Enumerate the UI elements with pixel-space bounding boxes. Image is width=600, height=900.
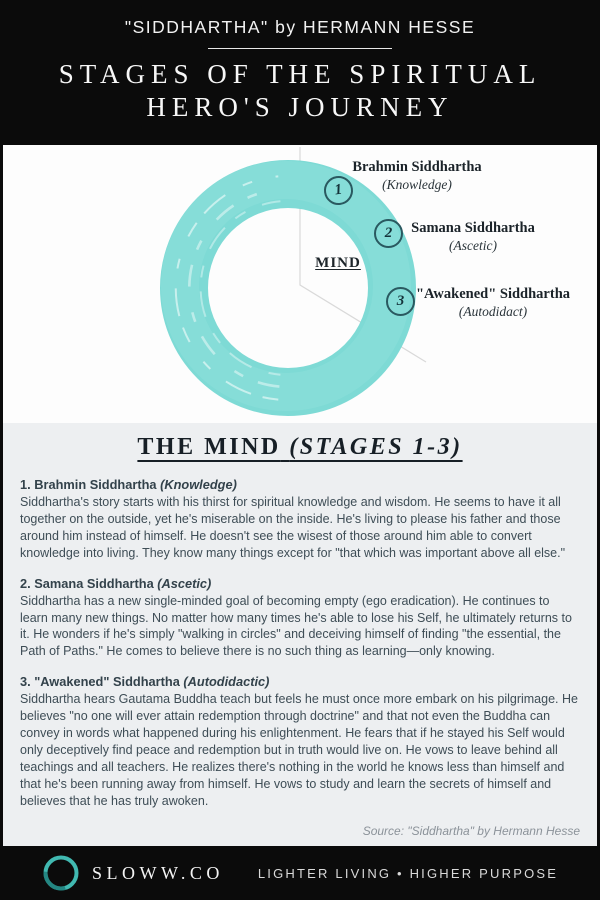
stage-1-descriptor: (Knowledge) <box>382 177 452 192</box>
stage-3-marker: 3 <box>386 287 415 316</box>
section-heading-stages: (STAGES 1-3) <box>289 434 463 460</box>
source-attribution: Source: "Siddhartha" by Hermann Hesse <box>362 823 580 838</box>
section-heading: THE MIND (STAGES 1-3) <box>20 434 580 461</box>
mind-center-label: MIND <box>315 255 361 271</box>
stage-3-name: "Awakened" Siddhartha <box>415 286 571 302</box>
stage-2-section: 2. Samana Siddhartha (Ascetic) Siddharth… <box>20 576 580 661</box>
page-title-line2: HERO'S JOURNEY <box>146 92 454 122</box>
header-divider <box>208 48 392 49</box>
sloww-logo-icon <box>43 855 79 891</box>
teal-ring-texture <box>161 161 411 411</box>
journey-diagram: MIND 1 2 3 Brahmin Siddhartha (Knowledge… <box>3 145 597 423</box>
stage-2-label: Samana Siddhartha (Ascetic) <box>411 220 535 254</box>
stage-1-name: Brahmin Siddhartha <box>352 159 482 175</box>
stage-2-marker: 2 <box>374 219 403 248</box>
page-title: STAGES OF THE SPIRITUAL HERO'S JOURNEY <box>0 58 600 124</box>
brush-streak-2 <box>187 188 280 388</box>
page-title-line1: STAGES OF THE SPIRITUAL <box>58 59 542 89</box>
stage-2-descriptor: (Ascetic) <box>449 238 497 253</box>
stage-3-title-text: 3. "Awakened" Siddhartha <box>20 674 180 690</box>
mind-ring-graphic <box>160 147 427 416</box>
brush-streak-1 <box>174 175 279 401</box>
brand-tagline: LIGHTER LIVING • HIGHER PURPOSE <box>257 865 559 881</box>
stage-2-title-text: 2. Samana Siddhartha <box>20 575 154 591</box>
stage-3-body: Siddhartha hears Gautama Buddha teach bu… <box>20 692 578 808</box>
brand-name: SLOWW.CO <box>92 862 224 883</box>
footer: SLOWW.CO LIGHTER LIVING • HIGHER PURPOSE <box>0 846 600 900</box>
header: "SIDDHARTHA" by HERMANN HESSE STAGES OF … <box>0 0 600 145</box>
stages-text-section: THE MIND (STAGES 1-3) 1. Brahmin Siddhar… <box>3 423 597 846</box>
stage-2-name: Samana Siddhartha <box>411 220 535 236</box>
stage-3-descriptor: (Autodidact) <box>458 304 528 319</box>
stage-1-body: Siddhartha's story starts with his thirs… <box>20 495 566 560</box>
stage-3-section-title: 3. "Awakened" Siddhartha (Autodidactic) <box>20 674 580 689</box>
stage-1-section: 1. Brahmin Siddhartha (Knowledge) Siddha… <box>20 477 580 562</box>
stage-2-section-title: 2. Samana Siddhartha (Ascetic) <box>20 576 580 591</box>
stage-2-title-descriptor: (Ascetic) <box>157 575 212 591</box>
stage-1-title-descriptor: (Knowledge) <box>160 477 237 492</box>
section-heading-main: THE MIND <box>137 434 281 460</box>
stage-1-title-text: 1. Brahmin Siddhartha <box>20 477 157 492</box>
stage-1-label: Brahmin Siddhartha (Knowledge) <box>352 159 481 193</box>
stage-3-label: "Awakened" Siddhartha (Autodidact) <box>416 286 570 320</box>
stage-2-body: Siddhartha has a new single-minded goal … <box>20 593 572 659</box>
book-subtitle: "SIDDHARTHA" by HERMANN HESSE <box>124 17 476 37</box>
brush-streak-3 <box>199 200 281 376</box>
stage-3-title-descriptor: (Autodidactic) <box>183 674 270 690</box>
stage-3-section: 3. "Awakened" Siddhartha (Autodidactic) … <box>20 674 580 809</box>
stage-1-section-title: 1. Brahmin Siddhartha (Knowledge) <box>20 477 580 492</box>
